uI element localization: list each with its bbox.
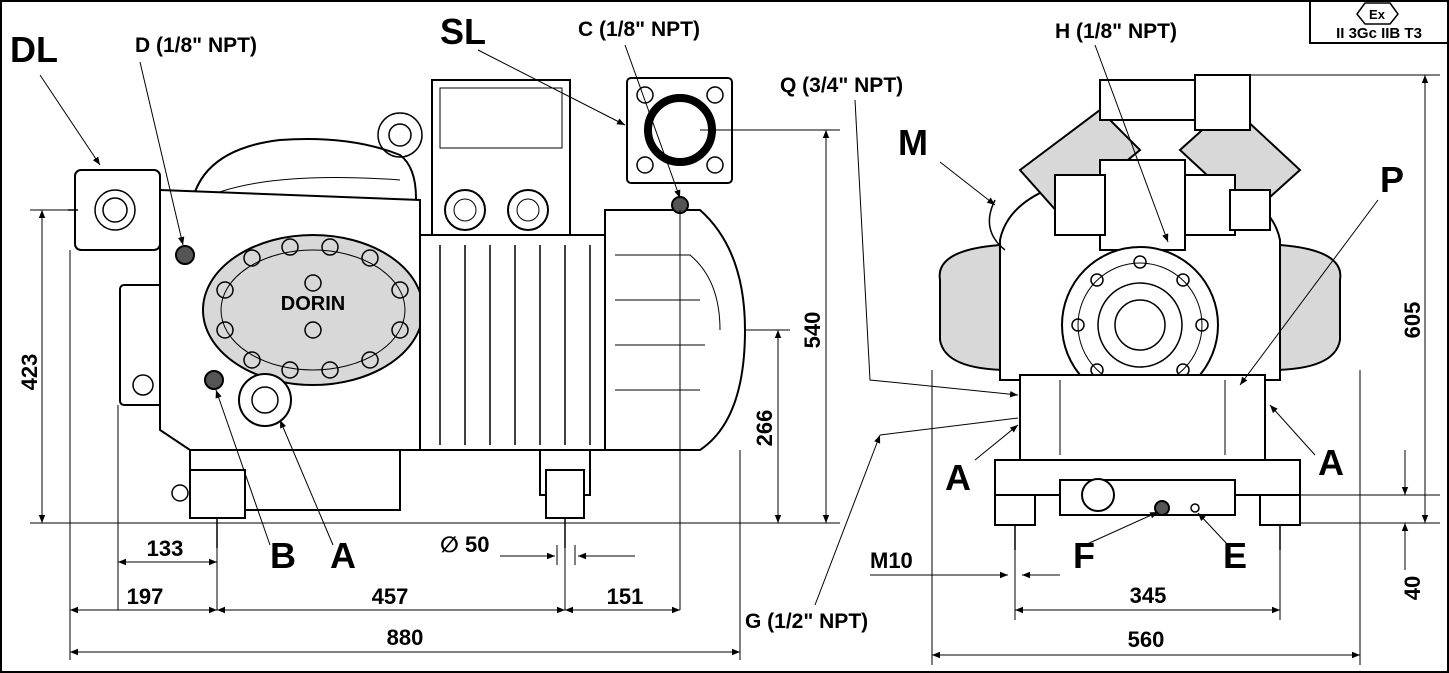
dim-540: 540 — [800, 312, 825, 349]
brand-logo-text: DORIN — [281, 293, 345, 315]
label-sl: SL — [440, 11, 486, 52]
side-view-dimensions — [30, 129, 840, 660]
side-view-compressor: DORIN — [68, 77, 747, 548]
label-b: B — [270, 535, 296, 576]
front-view-dimensions — [870, 74, 1440, 665]
dim-560: 560 — [1128, 627, 1165, 652]
dim-457: 457 — [372, 584, 409, 609]
label-p: P — [1380, 159, 1404, 200]
front-view-compressor — [938, 74, 1342, 550]
label-e: E — [1223, 535, 1247, 576]
dim-197: 197 — [127, 584, 164, 609]
dim-151: 151 — [607, 584, 644, 609]
atex-text: II 3Gc IIB T3 — [1336, 25, 1422, 42]
label-diameter: ∅ 50 — [440, 532, 489, 557]
dim-40: 40 — [1400, 576, 1425, 600]
label-c-port: C (1/8" NPT) — [578, 18, 700, 41]
dim-605: 605 — [1400, 302, 1425, 339]
dim-133: 133 — [147, 536, 184, 561]
label-q-port: Q (3/4" NPT) — [780, 74, 903, 97]
dim-266: 266 — [752, 410, 777, 447]
dim-880: 880 — [387, 625, 424, 650]
label-g-port: G (1/2" NPT) — [745, 610, 868, 633]
atex-badge: Ex II 3Gc IIB T3 — [1309, 0, 1449, 44]
label-d-port: D (1/8" NPT) — [135, 34, 257, 57]
label-m: M — [898, 122, 928, 163]
label-dl: DL — [10, 29, 58, 70]
side-view-leaders — [39, 44, 681, 546]
front-view-leaders — [814, 44, 1379, 606]
label-a-side: A — [330, 535, 356, 576]
atex-symbol: Ex — [1369, 7, 1386, 22]
label-a-front-left: A — [945, 457, 971, 498]
label-h-port: H (1/8" NPT) — [1055, 20, 1177, 43]
label-a-front-right: A — [1318, 442, 1344, 483]
dim-345: 345 — [1130, 583, 1167, 608]
dim-423: 423 — [17, 354, 42, 391]
label-f: F — [1073, 535, 1095, 576]
label-m10: M10 — [870, 548, 913, 573]
